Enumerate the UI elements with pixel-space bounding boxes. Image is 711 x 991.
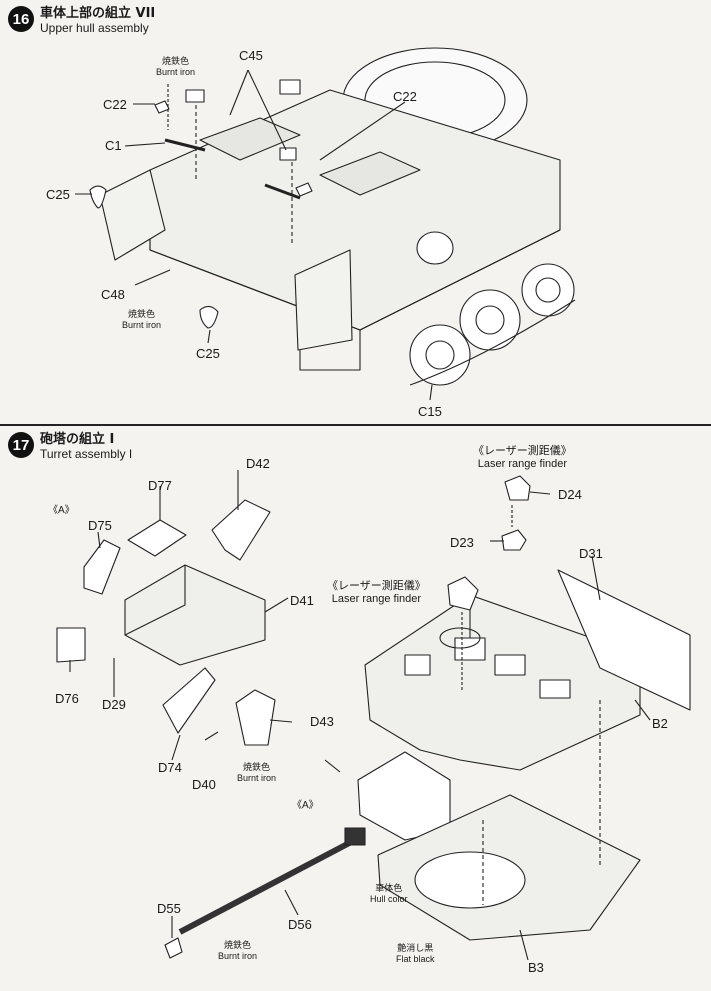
part-label-d40: D40 — [192, 777, 216, 792]
note-burnt-iron-top: 焼鉄色 Burnt iron — [156, 57, 196, 77]
step16-title-en: Upper hull assembly — [40, 21, 149, 35]
part-label-b3: B3 — [528, 960, 544, 975]
part-label-b2: B2 — [652, 716, 668, 731]
step16-title-jp: 車体上部の組立 VII — [40, 6, 156, 21]
step17-header: 17 砲塔の組立 I Turret assembly I — [8, 432, 132, 462]
part-label-d29: D29 — [102, 697, 126, 712]
part-label-c15: C15 — [418, 404, 442, 419]
part-label-d56: D56 — [288, 917, 312, 932]
part-label-d41: D41 — [290, 593, 314, 608]
part-label-d77: D77 — [148, 478, 172, 493]
part-label-c25-left: C25 — [46, 187, 70, 202]
part-label-c22-left: C22 — [103, 97, 127, 112]
step16-header: 16 車体上部の組立 VII Upper hull assembly — [8, 6, 155, 36]
note-burnt-iron-barrel: 焼鉄色 Burnt iron — [218, 941, 258, 961]
step17-title-jp: 砲塔の組立 I — [40, 432, 115, 447]
note-laser-range-finder-mid: 《レーザー測距儀》 Laser range finder — [327, 579, 426, 605]
part-label-d42: D42 — [246, 456, 270, 471]
part-label-c22-right: C22 — [393, 89, 417, 104]
part-label-c1: C1 — [105, 138, 122, 153]
step17-title-en: Turret assembly I — [40, 447, 133, 461]
part-label-d55: D55 — [157, 901, 181, 916]
part-label-c25-bottom: C25 — [196, 346, 220, 361]
note-hull-color: 車体色 Hull color — [370, 884, 408, 904]
note-burnt-iron-d40: 焼鉄色 Burnt iron — [237, 763, 277, 783]
part-label-d76: D76 — [55, 691, 79, 706]
turret-drawing — [56, 470, 691, 961]
step17-number: 17 — [8, 432, 34, 458]
note-burnt-iron-mid: 焼鉄色 Burnt iron — [122, 310, 162, 330]
step16-number: 16 — [8, 6, 34, 32]
part-label-c45: C45 — [239, 48, 263, 63]
part-label-d74: D74 — [158, 760, 182, 775]
upper-hull-drawing — [75, 47, 576, 401]
part-label-d75: D75 — [88, 518, 112, 533]
assembly-marker-a: 《A》 — [48, 505, 75, 516]
part-label-d43: D43 — [310, 714, 334, 729]
part-label-d23: D23 — [450, 535, 474, 550]
assembly-marker-a2: 《A》 — [292, 800, 319, 811]
part-label-d24: D24 — [558, 487, 582, 502]
note-laser-range-finder-top: 《レーザー測距儀》 Laser range finder — [473, 444, 572, 470]
part-label-d31: D31 — [579, 546, 603, 561]
step-divider — [0, 424, 711, 426]
note-flat-black: 艶消し黒 Flat black — [396, 944, 435, 964]
part-label-c48: C48 — [101, 287, 125, 302]
